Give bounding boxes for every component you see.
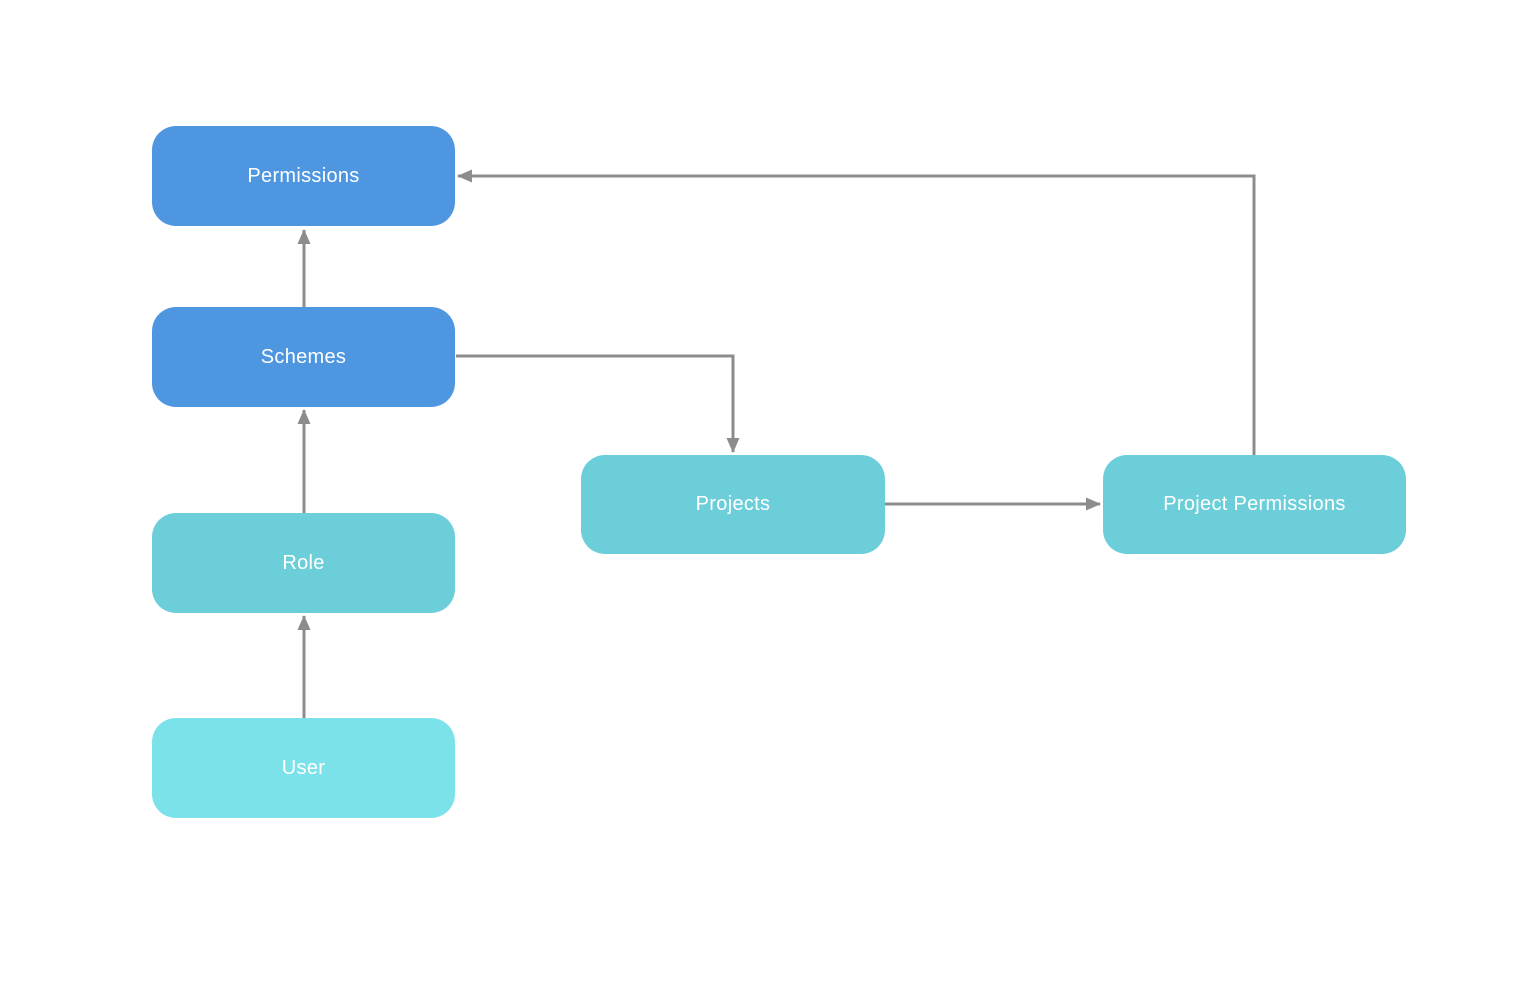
node-project-permissions[interactable]: Project Permissions bbox=[1103, 455, 1406, 554]
connector-project-permissions-to-permissions bbox=[457, 169, 1256, 455]
node-schemes[interactable]: Schemes bbox=[152, 307, 455, 407]
node-label-permissions: Permissions bbox=[247, 164, 360, 187]
node-role[interactable]: Role bbox=[152, 513, 455, 613]
node-label-role: Role bbox=[282, 551, 325, 574]
node-label-projects: Projects bbox=[695, 493, 771, 515]
node-label-user: User bbox=[281, 756, 326, 779]
node-user[interactable]: User bbox=[152, 718, 455, 818]
node-label-schemes: Schemes bbox=[260, 345, 347, 368]
node-permissions[interactable]: Permissions bbox=[152, 126, 455, 226]
node-label-project-permissions: Project Permissions bbox=[1163, 493, 1346, 515]
connector-schemes-to-projects bbox=[456, 354, 740, 453]
node-projects[interactable]: Projects bbox=[581, 455, 885, 554]
